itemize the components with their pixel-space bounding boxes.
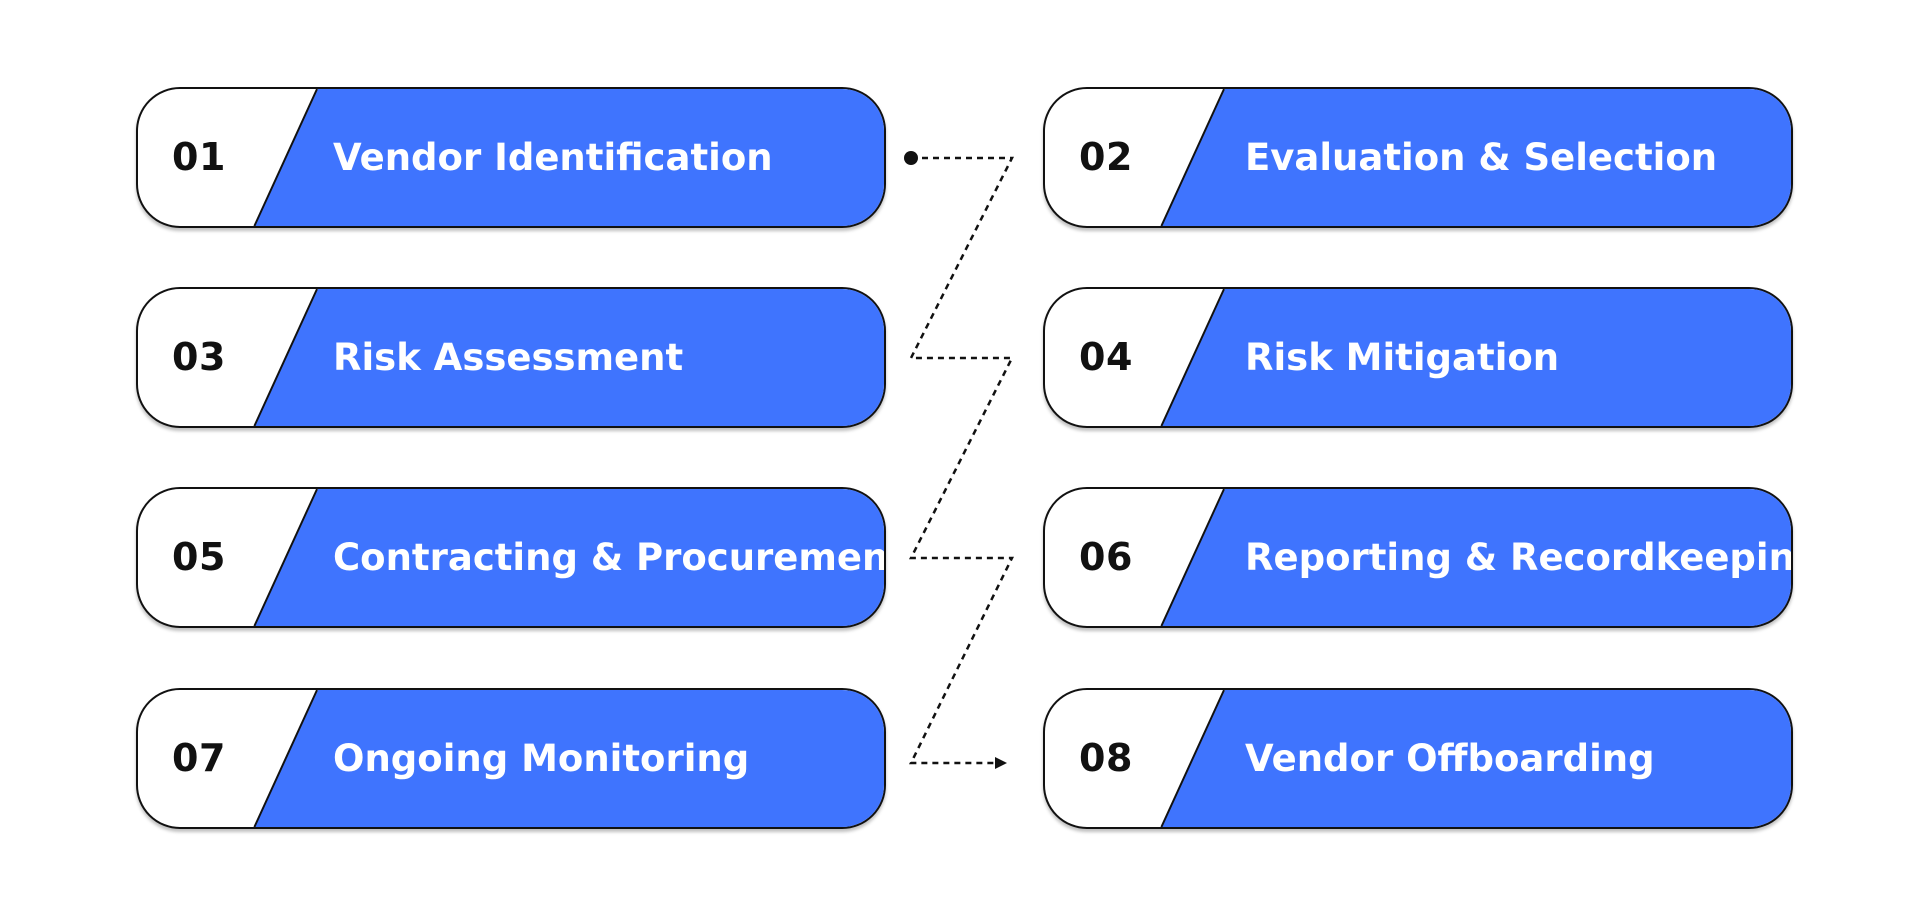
step-number: 03 — [172, 335, 226, 379]
step-label: Vendor Identification — [333, 136, 773, 179]
step-label: Reporting & Recordkeeping — [1245, 536, 1793, 579]
step-label-band — [255, 289, 884, 426]
step-label-band — [255, 89, 884, 226]
step-card-08: 08 Vendor Offboarding — [1043, 688, 1793, 829]
connector-start-dot — [904, 151, 918, 165]
step-card-05: 05 Contracting & Procurement — [136, 487, 886, 628]
step-number: 08 — [1079, 736, 1133, 780]
step-label: Ongoing Monitoring — [333, 737, 750, 780]
step-number: 07 — [172, 736, 226, 780]
step-number: 06 — [1079, 535, 1133, 579]
step-label-band — [255, 690, 884, 827]
step-number: 04 — [1079, 335, 1133, 379]
step-label: Contracting & Procurement — [333, 536, 886, 579]
step-label-band — [1162, 89, 1791, 226]
step-label-band — [1162, 489, 1791, 626]
step-number: 05 — [172, 535, 226, 579]
step-card-04: 04 Risk Mitigation — [1043, 287, 1793, 428]
step-label-band — [1162, 289, 1791, 426]
step-card-01: 01 Vendor Identification — [136, 87, 886, 228]
step-card-02: 02 Evaluation & Selection — [1043, 87, 1793, 228]
step-number: 01 — [172, 135, 226, 179]
step-label: Risk Mitigation — [1245, 336, 1560, 379]
step-label: Risk Assessment — [333, 336, 684, 379]
step-label: Evaluation & Selection — [1245, 136, 1718, 179]
step-card-06: 06 Reporting & Recordkeeping — [1043, 487, 1793, 628]
step-card-07: 07 Ongoing Monitoring — [136, 688, 886, 829]
step-label-band — [255, 489, 884, 626]
connector-line — [908, 156, 1015, 769]
step-number: 02 — [1079, 135, 1133, 179]
step-label-band — [1162, 690, 1791, 827]
step-card-03: 03 Risk Assessment — [136, 287, 886, 428]
step-label: Vendor Offboarding — [1245, 737, 1655, 780]
